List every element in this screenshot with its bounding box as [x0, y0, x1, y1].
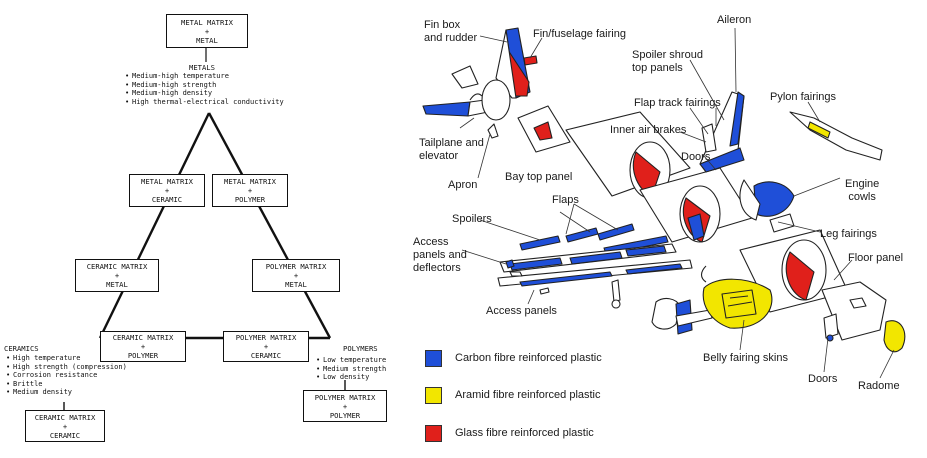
- box-ceramic-matrix-ceramic: CERAMIC MATRIX+CERAMIC: [25, 410, 105, 442]
- legend-swatch-glass: [425, 425, 442, 442]
- box-polymer-matrix-metal: POLYMER MATRIX+METAL: [252, 259, 340, 292]
- box-polymer-matrix-polymer: POLYMER MATRIX+POLYMER: [303, 390, 387, 422]
- box-metal-matrix-ceramic: METAL MATRIX+CERAMIC: [129, 174, 205, 207]
- metals-title: METALS: [189, 63, 215, 72]
- label-leg-fairings: Leg fairings: [820, 228, 877, 240]
- legend-swatch-aramid: [425, 387, 442, 404]
- label-spoilers: Spoilers: [452, 213, 492, 225]
- ceramics-properties: High temperature High strength (compress…: [6, 354, 127, 397]
- box-ceramic-matrix-polymer: CERAMIC MATRIX+POLYMER: [100, 331, 186, 362]
- legend-label-carbon: Carbon fibre reinforced plastic: [455, 352, 602, 364]
- label-doors-bottom: Doors: [808, 373, 838, 385]
- label-belly-fairing-skins: Belly fairing skins: [703, 352, 788, 364]
- label-fin-fuselage-fairing: Fin/fuselage fairing: [533, 28, 626, 40]
- label-radome: Radome: [858, 380, 900, 392]
- box-polymer-matrix-ceramic: POLYMER MATRIX+CERAMIC: [223, 331, 309, 362]
- ceramics-title: CERAMICS: [4, 344, 39, 353]
- label-flap-track-fairings: Flap track fairings: [634, 97, 721, 109]
- label-bay-top-panel: Bay top panel: [505, 171, 573, 183]
- label-engine-cowls: Engine cowls: [845, 178, 880, 203]
- label-doors-top: Doors: [681, 151, 711, 163]
- legend-label-glass: Glass fibre reinforced plastic: [455, 427, 594, 439]
- legend-swatch-carbon: [425, 350, 442, 367]
- box-metal-matrix-polymer: METAL MATRIX+POLYMER: [212, 174, 288, 207]
- label-spoiler-shroud: Spoiler shroud top panels: [632, 49, 703, 74]
- label-apron: Apron: [448, 179, 478, 191]
- polymers-title: POLYMERS: [343, 344, 378, 353]
- aircraft-exploded-drawing: [422, 27, 906, 379]
- label-floor-panel: Floor panel: [848, 252, 904, 264]
- label-flaps: Flaps: [552, 194, 579, 206]
- label-inner-air-brakes: Inner air brakes: [610, 124, 687, 136]
- box-ceramic-matrix-metal: CERAMIC MATRIX+METAL: [75, 259, 159, 292]
- box-metal-matrix-metal: METAL MATRIX+METAL: [166, 14, 248, 48]
- metals-properties: Medium-high temperature Medium-high stre…: [125, 72, 284, 106]
- legend-label-aramid: Aramid fibre reinforced plastic: [455, 389, 601, 401]
- label-access-panels-deflectors: Access panels and deflectors: [413, 236, 467, 274]
- label-fin-box-rudder: Fin box and rudder: [424, 19, 478, 44]
- polymers-properties: Low temperature Medium strength Low dens…: [316, 356, 386, 382]
- label-pylon-fairings: Pylon fairings: [770, 91, 837, 103]
- label-tailplane-elevator: Tailplane and elevator: [419, 137, 484, 162]
- label-aileron: Aileron: [717, 14, 752, 26]
- label-access-panels: Access panels: [486, 305, 557, 317]
